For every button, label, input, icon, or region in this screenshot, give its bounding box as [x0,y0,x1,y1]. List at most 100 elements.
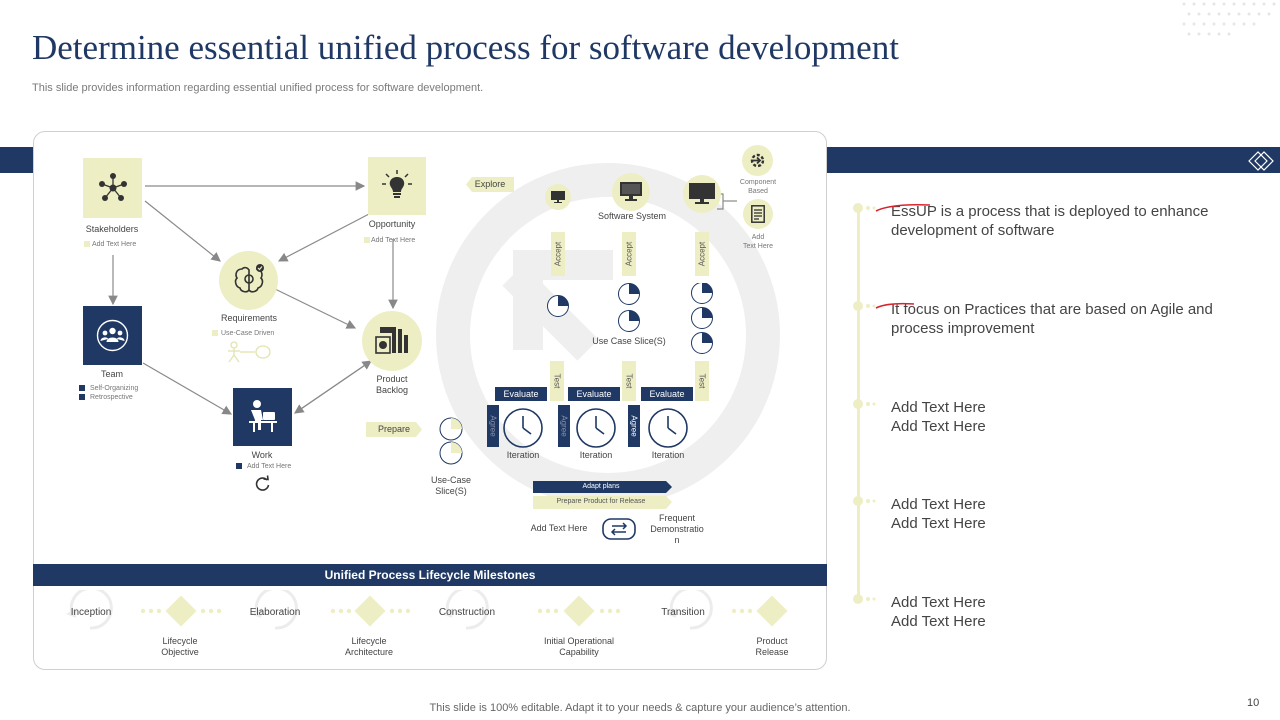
milestone-capability-1: Initial Operational [543,636,615,646]
right-point-3-line-1: Add Text Here [891,399,986,416]
monitor-icon [689,183,715,204]
demonstration-loop-icon [602,518,636,540]
milestone-architecture-1: Lifecycle [351,636,387,646]
team-bullet-2 [79,394,85,400]
requirements-bullet [212,330,218,336]
red-pen-mark-1 [875,203,931,212]
agree-tag-1: Agree [487,405,499,447]
page-subtitle: This slide provides information regardin… [32,82,484,94]
stakeholders-network-icon [99,173,127,201]
frequent-demo-label-2: Demonstratio [650,524,704,534]
use-case-slice-label: Use Case Slice(S) [592,336,666,346]
right-point-5-line-1: Add Text Here [891,594,986,611]
use-case-slice-pies [547,283,713,354]
backlog-charts-icon [375,327,408,354]
point-marker-4 [853,496,876,506]
team-label: Team [100,369,123,379]
right-point-3-line-2: Add Text Here [891,418,986,435]
team-box [83,306,142,365]
stakeholders-label: Stakeholders [85,224,139,234]
right-point-4-line-1: Add Text Here [891,496,986,513]
milestone-architecture-2: Architecture [344,647,394,657]
stakeholders-box [83,158,142,218]
right-point-3: Add Text Here Add Text Here [891,398,1261,436]
requirements-note: Use-Case Driven [221,330,275,337]
work-note: Add Text Here [247,463,292,470]
frequent-demo-label-1: Frequent [658,513,696,523]
right-point-4: Add Text Here Add Text Here [891,495,1261,533]
explore-tag: Explore [474,179,506,189]
use-case-slices-label-1: Use-Case [430,475,471,485]
refresh-cycle-icon [255,475,270,491]
lightbulb-icon [382,170,412,198]
software-system-label: Software System [597,211,667,221]
point-marker-3 [853,399,876,409]
page-title: Determine essential unified process for … [32,28,899,67]
accept-tag-2: Accept [622,232,636,276]
add-text-label-1: Add [751,234,765,241]
phase-inception: Inception [70,607,112,618]
milestone-release-2: Release [755,647,789,657]
right-point-4-line-2: Add Text Here [891,515,986,532]
milestone-objective-1: Lifecycle [162,636,198,646]
document-circle [743,199,773,229]
footer-note: This slide is 100% editable. Adapt it to… [429,702,851,714]
right-point-1-line-2: development of software [891,222,1055,239]
test-tag-1: Test [550,361,564,401]
document-list-icon [751,205,765,223]
prepare-tag: Prepare [377,424,411,434]
release-arrows [533,481,672,509]
agree-text: Agree [488,415,498,437]
right-point-2-line-1: It focus on Practices that are based on … [891,301,1213,318]
iteration-label-3: Iteration [651,450,685,460]
accept-tag-3: Accept [695,232,709,276]
team-note-1: Self-Organizing [90,385,139,392]
milestone-objective-2: Objective [161,647,199,657]
team-note-2: Retrospective [90,394,133,401]
work-label: Work [251,450,273,460]
milestone-capability-2: Capability [559,647,599,657]
use-case-slices-pies [439,417,463,465]
add-text-here-label: Add Text Here [530,523,588,533]
evaluate-box-3: Evaluate [641,387,693,401]
test-tag-3: Test [695,361,709,401]
milestones-timeline [66,590,788,630]
right-point-5: Add Text Here Add Text Here [891,593,1261,631]
iteration-clock-icons [503,408,688,448]
accept-text: Accept [624,241,634,267]
iteration-label-2: Iteration [579,450,613,460]
point-marker-5 [853,594,876,604]
product-backlog-label-2: Backlog [375,385,409,395]
team-bullet-1 [79,385,85,391]
accept-tag-1: Accept [551,232,565,276]
opportunity-bullet [364,237,370,243]
prepare-tag-shape [366,422,422,437]
accept-text: Accept [553,241,563,267]
monitor-icon [551,191,565,203]
point-marker-1 [853,203,876,213]
product-backlog-label-1: Product [376,374,408,384]
point-marker-2 [853,301,876,311]
prepare-release-label: Prepare Product for Release [556,498,646,505]
phase-construction: Construction [438,607,496,618]
product-backlog-circle [362,311,422,371]
diamond-ornament-icon [1248,151,1274,171]
explore-tag-shape [466,177,514,192]
phase-transition: Transition [661,607,705,618]
test-text: Test [552,373,562,389]
small-monitor-circle [545,184,571,210]
right-point-1-line-1: EssUP is a process that is deployed to e… [891,203,1209,220]
opportunity-note: Add Text Here [371,237,416,244]
test-text: Test [697,373,707,389]
page-number: 10 [1247,697,1260,709]
evaluate-box-1: Evaluate [495,387,547,401]
milestones-header: Unified Process Lifecycle Milestones [33,564,827,586]
use-case-slices-label-2: Slice(S) [435,486,467,496]
frequent-demo-label-3: n [674,535,680,545]
agree-tag-2: Agree [558,405,570,447]
work-box [233,388,292,446]
right-point-2: It focus on Practices that are based on … [891,300,1261,338]
requirements-label: Requirements [220,313,278,323]
component-based-circle [742,145,773,176]
right-point-5-line-2: Add Text Here [891,613,986,630]
